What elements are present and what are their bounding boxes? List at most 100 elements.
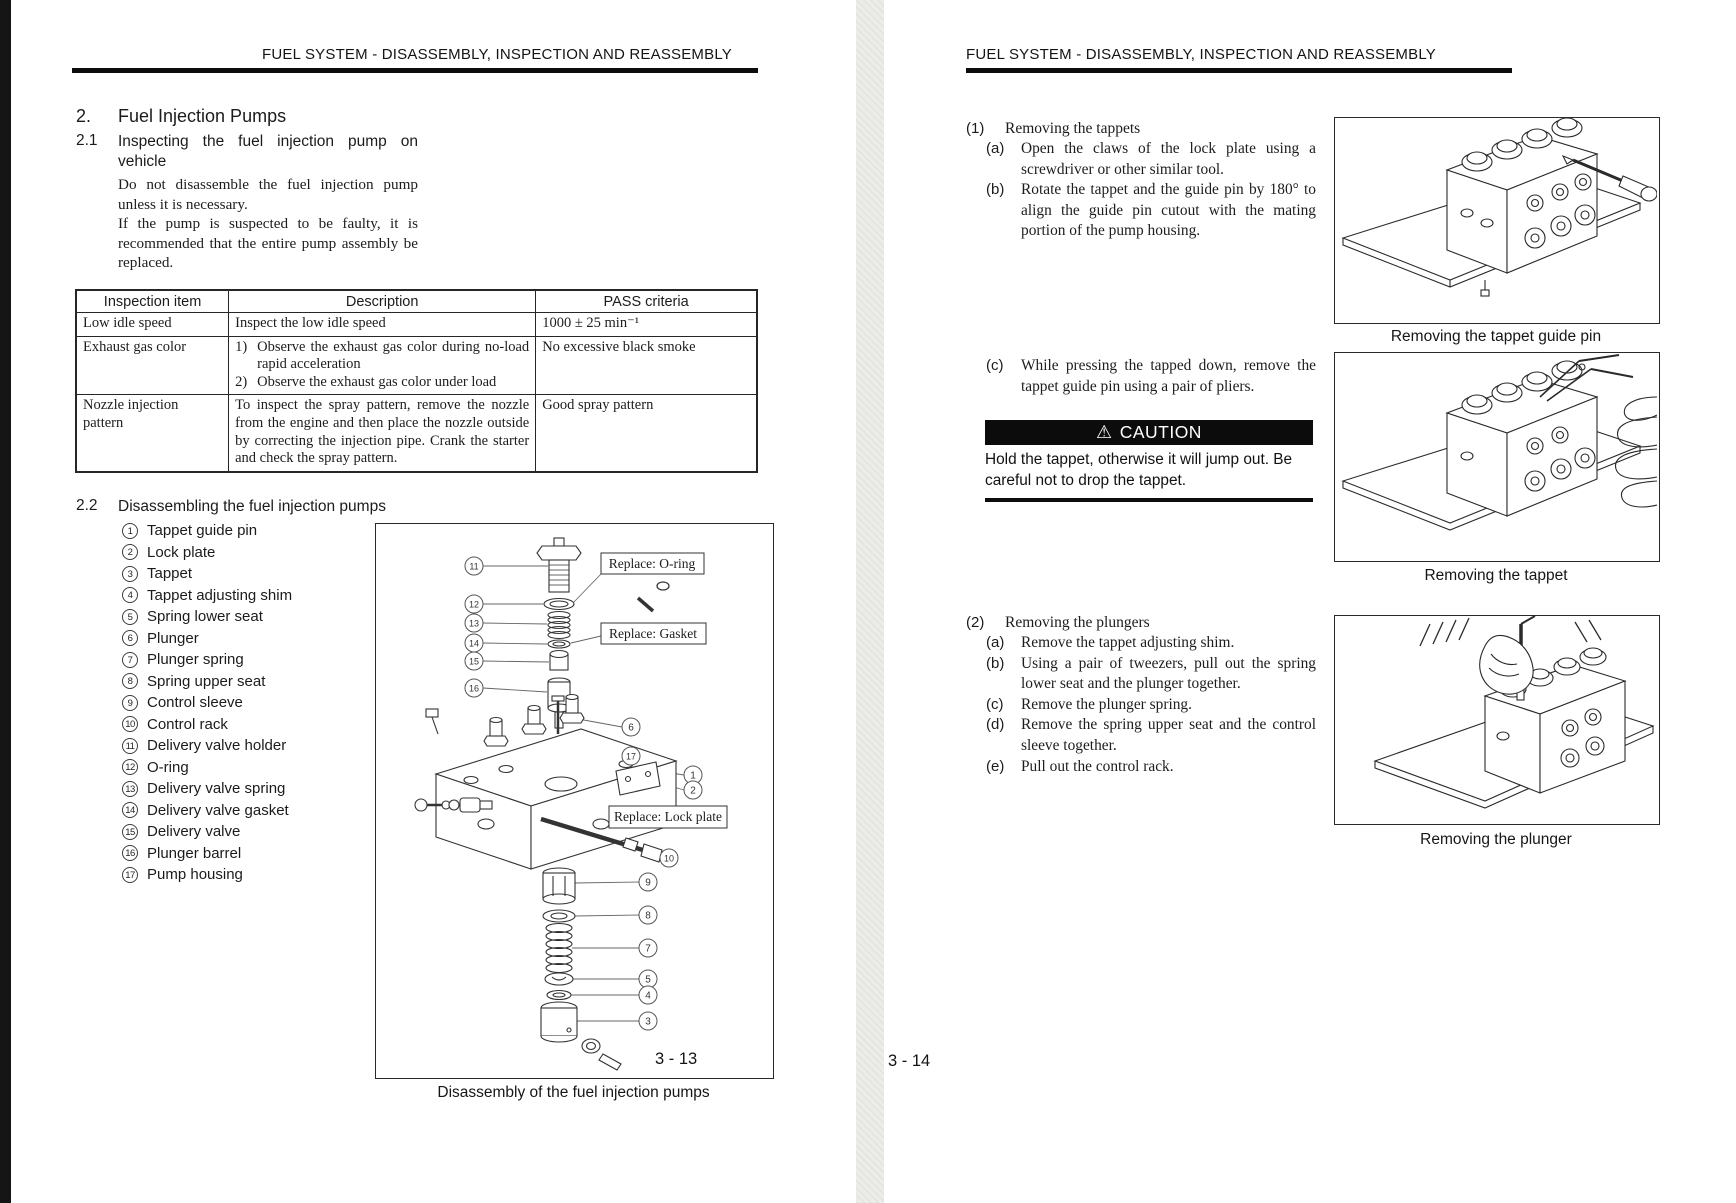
svg-text:17: 17 <box>626 752 636 762</box>
step-1c: (c) While pressing the tapped down, remo… <box>986 356 1316 397</box>
figure-plunger-box <box>1334 615 1660 825</box>
col-header-pass-criteria: PASS criteria <box>535 289 758 313</box>
diagram-caption: Disassembly of the fuel injection pumps <box>437 1084 710 1101</box>
step-2d: (d) Remove the spring upper seat and the… <box>986 715 1316 756</box>
part-number-badge: 9 <box>122 694 138 711</box>
step-1a-label: (a) <box>986 140 1005 157</box>
section-2-2-number: 2.2 <box>76 497 98 514</box>
step-1b-text: Rotate the tappet and the guide pin by 1… <box>1021 181 1316 240</box>
part-number-badge: 14 <box>122 802 138 819</box>
part-name: Tappet adjusting shim <box>147 586 293 604</box>
step-2c-text: Remove the plunger spring. <box>1021 695 1192 713</box>
intro-paragraph-2: If the pump is suspected to be faulty, i… <box>118 215 418 272</box>
step-1c-label: (c) <box>986 357 1004 374</box>
figure-1-caption: Removing the tappet guide pin <box>1390 328 1602 345</box>
part-number-badge: 5 <box>122 608 138 625</box>
part-name: Tappet <box>147 565 193 583</box>
svg-text:3: 3 <box>645 1017 651 1028</box>
table-header-row: Inspection item Description PASS criteri… <box>75 289 758 313</box>
page-gutter <box>856 0 884 1203</box>
step-1-number: (1) <box>966 120 985 137</box>
intro-paragraph-1: Do not disassemble the fuel injection pu… <box>118 176 418 213</box>
svg-text:7: 7 <box>645 944 651 955</box>
intro-paragraphs: Do not disassemble the fuel injection pu… <box>118 175 418 273</box>
table-row: Exhaust gas color 1) Observe the exhaust… <box>75 335 758 396</box>
left-header-rule <box>72 68 758 73</box>
step-1a: (a) Open the claws of the lock plate usi… <box>986 139 1316 180</box>
table-row: Low idle speed Inspect the low idle spee… <box>75 312 758 337</box>
figure-plunger-illustration <box>1373 615 1655 809</box>
upper-valve-stack <box>536 537 582 729</box>
callout-replace-gasket: Replace: Gasket <box>600 622 707 645</box>
part-number-badge: 11 <box>122 737 138 754</box>
left-page-number: 3 - 13 <box>655 1050 698 1068</box>
svg-text:16: 16 <box>469 684 479 694</box>
right-running-header: FUEL SYSTEM - DISASSEMBLY, INSPECTION AN… <box>966 46 1436 63</box>
step-2a-text: Remove the tappet adjusting shim. <box>1021 634 1235 651</box>
figure-tappet-guide-pin-illustration <box>1341 117 1658 297</box>
part-name: Control sleeve <box>147 694 243 712</box>
warning-triangle-icon: ⚠ <box>1096 422 1113 442</box>
cell-item: Low idle speed <box>75 312 230 337</box>
svg-text:14: 14 <box>469 639 479 649</box>
part-number-callouts: 11 12 13 14 15 16 6 17 1 2 10 9 8 7 5 4 … <box>464 556 703 1031</box>
step-2-number: (2) <box>966 614 985 631</box>
svg-text:5: 5 <box>645 975 651 986</box>
section-2-1-number: 2.1 <box>76 132 98 149</box>
right-header-rule <box>966 68 1512 73</box>
step-2b: (b) Using a pair of tweezers, pull out t… <box>986 654 1316 695</box>
table-row: Nozzle injection pattern To inspect the … <box>75 394 758 473</box>
left-running-header: FUEL SYSTEM - DISASSEMBLY, INSPECTION AN… <box>262 46 732 63</box>
step-1b-label: (b) <box>986 181 1005 199</box>
description-line-text: Observe the exhaust gas color during no-… <box>257 338 530 373</box>
part-name: Lock plate <box>147 543 216 561</box>
figure-tappet-guide-pin-box <box>1334 117 1660 324</box>
part-number-badge: 17 <box>122 866 138 883</box>
figure-tappet-illustration <box>1341 354 1658 531</box>
part-name: Spring lower seat <box>147 608 263 626</box>
part-name: Plunger spring <box>147 651 244 669</box>
part-number-badge: 16 <box>122 845 138 862</box>
parts-list-item: 5 Spring lower seat <box>122 606 292 628</box>
cell-description: Inspect the low idle speed <box>228 312 537 337</box>
svg-text:13: 13 <box>469 619 479 629</box>
svg-text:6: 6 <box>628 723 634 734</box>
inspection-table: Inspection item Description PASS criteri… <box>75 289 758 473</box>
svg-text:15: 15 <box>469 657 479 667</box>
step-2e-label: (e) <box>986 757 1005 775</box>
lower-plunger-stack <box>540 867 622 1071</box>
cell-pass: No excessive black smoke <box>535 335 758 396</box>
svg-text:4: 4 <box>645 991 651 1002</box>
parts-list-item: 16 Plunger barrel <box>122 843 292 865</box>
col-header-inspection-item: Inspection item <box>75 289 230 313</box>
part-name: Plunger barrel <box>147 844 242 862</box>
cell-item: Exhaust gas color <box>75 335 230 396</box>
callout-replace-lockplate: Replace: Lock plate <box>608 805 728 829</box>
part-name: Pump housing <box>147 866 243 884</box>
part-number-badge: 12 <box>122 759 138 776</box>
section-2-1-title: Inspecting the fuel injection pump on ve… <box>118 133 418 170</box>
description-line-text: Observe the exhaust gas color under load <box>257 373 497 390</box>
part-number-badge: 4 <box>122 587 138 604</box>
callout-replace-gasket-label: Replace: Gasket <box>609 626 697 641</box>
parts-list-item: 17 Pump housing <box>122 864 292 886</box>
description-line: 1) Observe the exhaust gas color during … <box>235 339 529 374</box>
part-number-badge: 3 <box>122 565 138 582</box>
figure-3-caption: Removing the plunger <box>1420 831 1572 848</box>
description-line: Inspect the low idle speed <box>235 315 386 331</box>
step-1-block: (1) Removing the tappets (a) Open the cl… <box>966 118 1316 242</box>
step-2a: (a) Remove the tappet adjusting shim. <box>986 633 1316 654</box>
svg-text:1: 1 <box>690 771 696 782</box>
description-line-number: 2) <box>235 373 248 390</box>
callout-replace-lockplate-label: Replace: Lock plate <box>614 809 722 824</box>
cell-pass: Good spray pattern <box>535 394 758 473</box>
description-line: 2) Observe the exhaust gas color under l… <box>235 374 529 392</box>
